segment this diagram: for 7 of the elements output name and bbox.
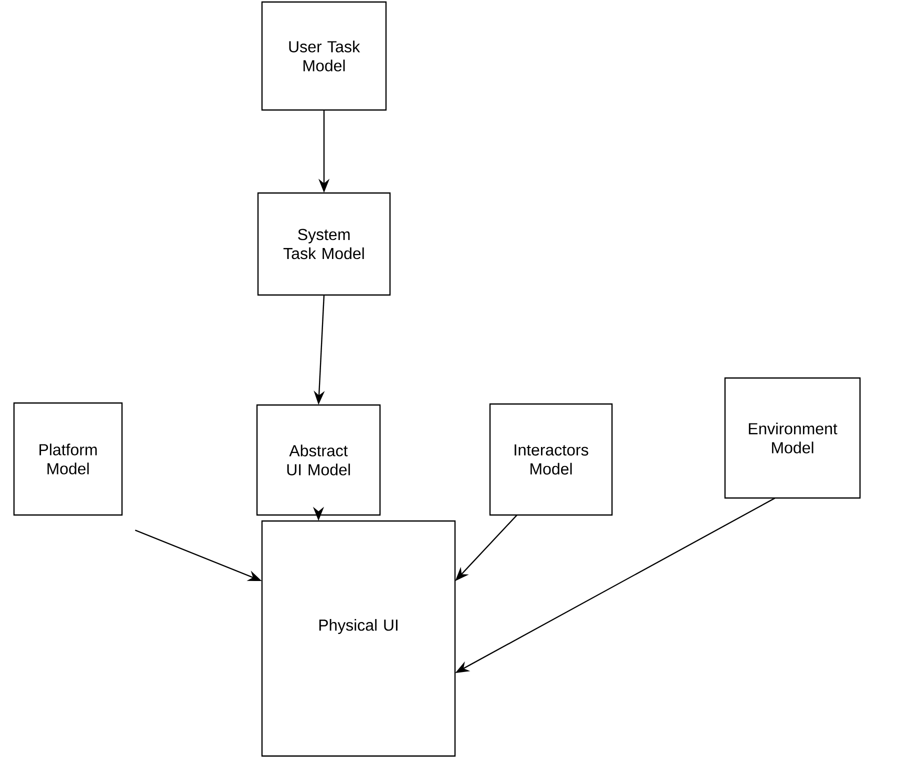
process-box: Interactors Model <box>489 403 613 516</box>
process-box: Physical UI <box>261 520 456 757</box>
process-box: Platform Model <box>13 402 123 516</box>
process-box: Abstract UI Model <box>256 404 381 516</box>
process-box: Environment Model <box>724 377 861 499</box>
process-box: System Task Model <box>257 192 391 296</box>
process-box: User Task Model <box>261 1 387 111</box>
